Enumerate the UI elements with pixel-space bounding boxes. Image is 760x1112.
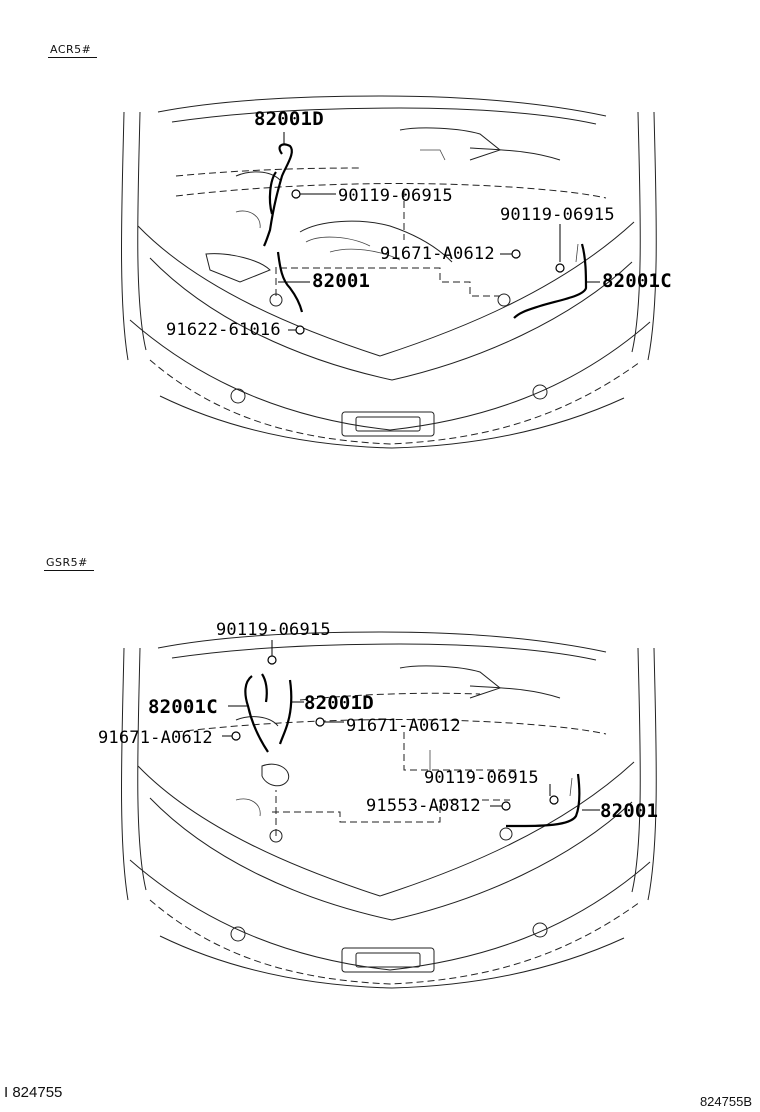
part-91671-a0612-callout[interactable]: 91671-A0612 bbox=[346, 716, 461, 736]
illustration-code: 824755B bbox=[699, 1094, 752, 1109]
part-82001d-callout[interactable]: 82001D bbox=[254, 108, 324, 130]
part-82001c-callout[interactable]: 82001C bbox=[602, 270, 672, 292]
part-82001c-callout[interactable]: 82001C bbox=[148, 696, 218, 718]
part-90119-06915-callout[interactable]: 90119-06915 bbox=[500, 205, 615, 225]
model-code-text: GSR5# bbox=[46, 556, 88, 569]
illustration-number: I 824755 bbox=[4, 1084, 63, 1101]
diagram-2-body bbox=[121, 631, 657, 989]
part-91671-a0612-callout[interactable]: 91671-A0612 bbox=[98, 728, 213, 748]
part-91671-a0612-callout[interactable]: 91671-A0612 bbox=[380, 244, 495, 264]
part-90119-06915-callout[interactable]: 90119-06915 bbox=[216, 620, 331, 640]
model-code-text: ACR5# bbox=[50, 43, 92, 56]
part-82001-callout[interactable]: 82001 bbox=[600, 800, 659, 822]
part-90119-06915-callout[interactable]: 90119-06915 bbox=[338, 186, 453, 206]
part-90119-06915-callout[interactable]: 90119-06915 bbox=[424, 768, 539, 788]
part-82001d-callout[interactable]: 82001D bbox=[304, 692, 374, 714]
part-91553-a0812-callout[interactable]: 91553-A0812 bbox=[366, 796, 481, 816]
diagram-1-body bbox=[121, 95, 657, 449]
diagram-2-model-label: GSR5# bbox=[44, 556, 94, 571]
diagram-1-model-label: ACR5# bbox=[48, 43, 98, 58]
part-91622-61016-callout[interactable]: 91622-61016 bbox=[166, 320, 281, 340]
part-82001-callout[interactable]: 82001 bbox=[312, 270, 371, 292]
